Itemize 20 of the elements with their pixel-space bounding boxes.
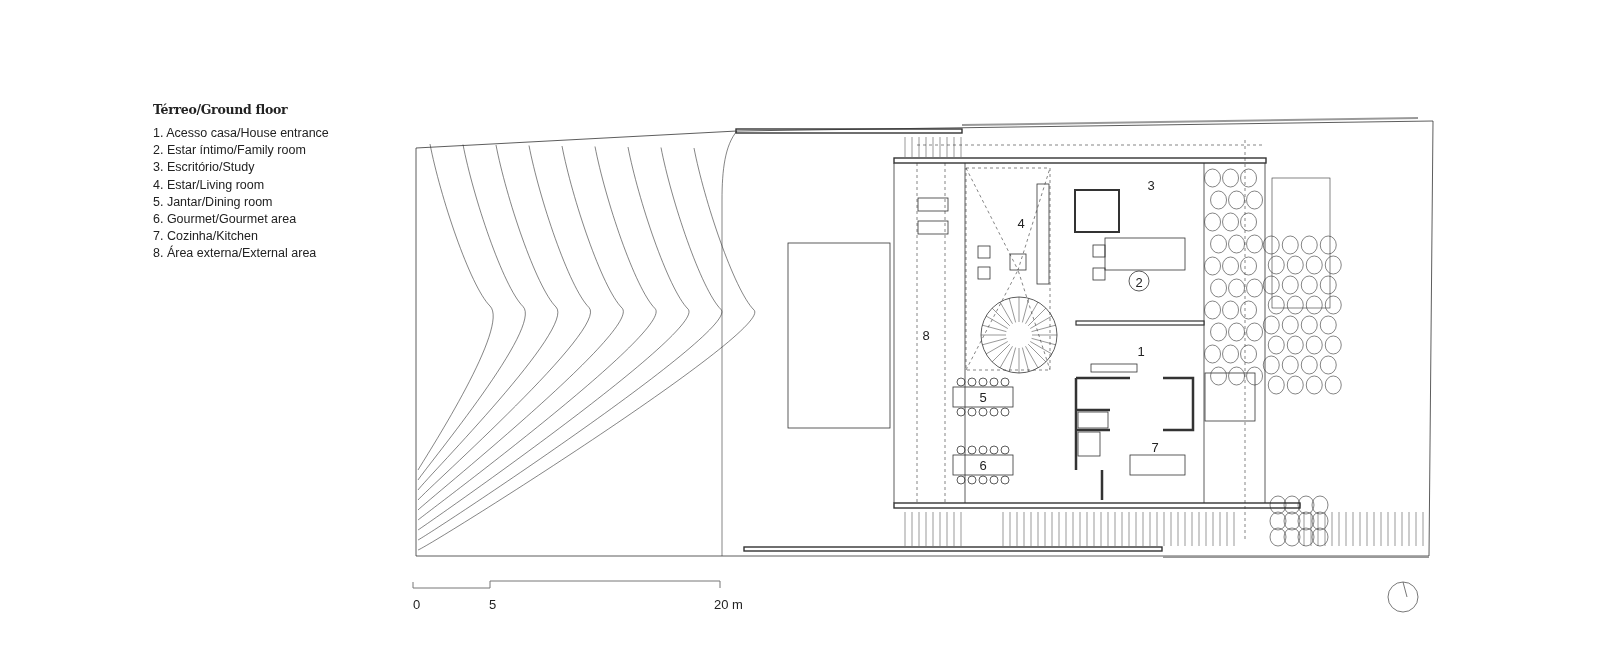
- legend-item: 8. Área externa/External area: [153, 247, 317, 260]
- room-number: 3: [1147, 178, 1155, 192]
- legend-item: 6. Gourmet/Gourmet area: [153, 213, 297, 226]
- scale-label: 20 m: [714, 598, 743, 611]
- plan-title: Térreo/Ground floor: [153, 104, 288, 117]
- room-number: 8: [922, 328, 930, 342]
- room-number: 7: [1151, 440, 1159, 454]
- legend-item: 3. Escritório/Study: [153, 161, 255, 174]
- room-number: 1: [1137, 344, 1145, 358]
- scale-label: 0: [413, 598, 421, 611]
- room-number: 2: [1135, 275, 1143, 289]
- room-number: 6: [979, 458, 987, 472]
- scale-label: 5: [489, 598, 497, 611]
- legend-item: 5. Jantar/Dining room: [153, 195, 273, 209]
- legend-item: 2. Estar íntimo/Family room: [153, 144, 306, 157]
- legend-item: 1. Acesso casa/House entrance: [153, 127, 329, 140]
- legend-item: 4. Estar/Living room: [153, 178, 265, 192]
- room-number: 5: [979, 390, 987, 404]
- legend-item: 7. Cozinha/Kitchen: [153, 230, 258, 243]
- room-number: 4: [1017, 216, 1025, 230]
